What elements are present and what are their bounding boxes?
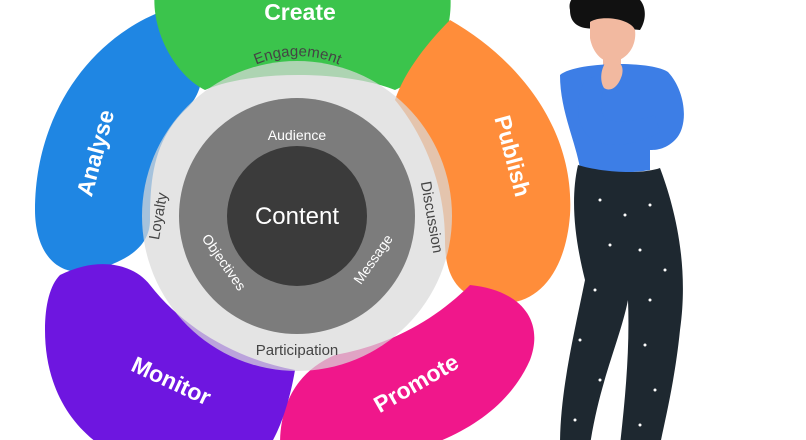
petal-create[interactable]	[154, 0, 451, 90]
ring-label-audience: Audience	[268, 127, 327, 143]
person-shirt	[560, 64, 684, 173]
petal-label-create: Create	[264, 0, 336, 25]
person-pants	[560, 165, 683, 440]
thinking-person-illustration	[560, 0, 684, 440]
pants-dot-pattern	[573, 198, 667, 427]
petal-analyse[interactable]	[35, 10, 203, 272]
person-arm	[578, 70, 660, 145]
petal-promote[interactable]	[280, 285, 535, 440]
petal-publish[interactable]	[395, 20, 571, 304]
person-face	[590, 18, 636, 62]
center-circle[interactable]	[227, 146, 367, 286]
center-label: Content	[255, 203, 339, 230]
ring-label-participation: Participation	[256, 342, 339, 359]
petal-monitor[interactable]	[45, 264, 295, 440]
person-hand	[601, 60, 623, 90]
